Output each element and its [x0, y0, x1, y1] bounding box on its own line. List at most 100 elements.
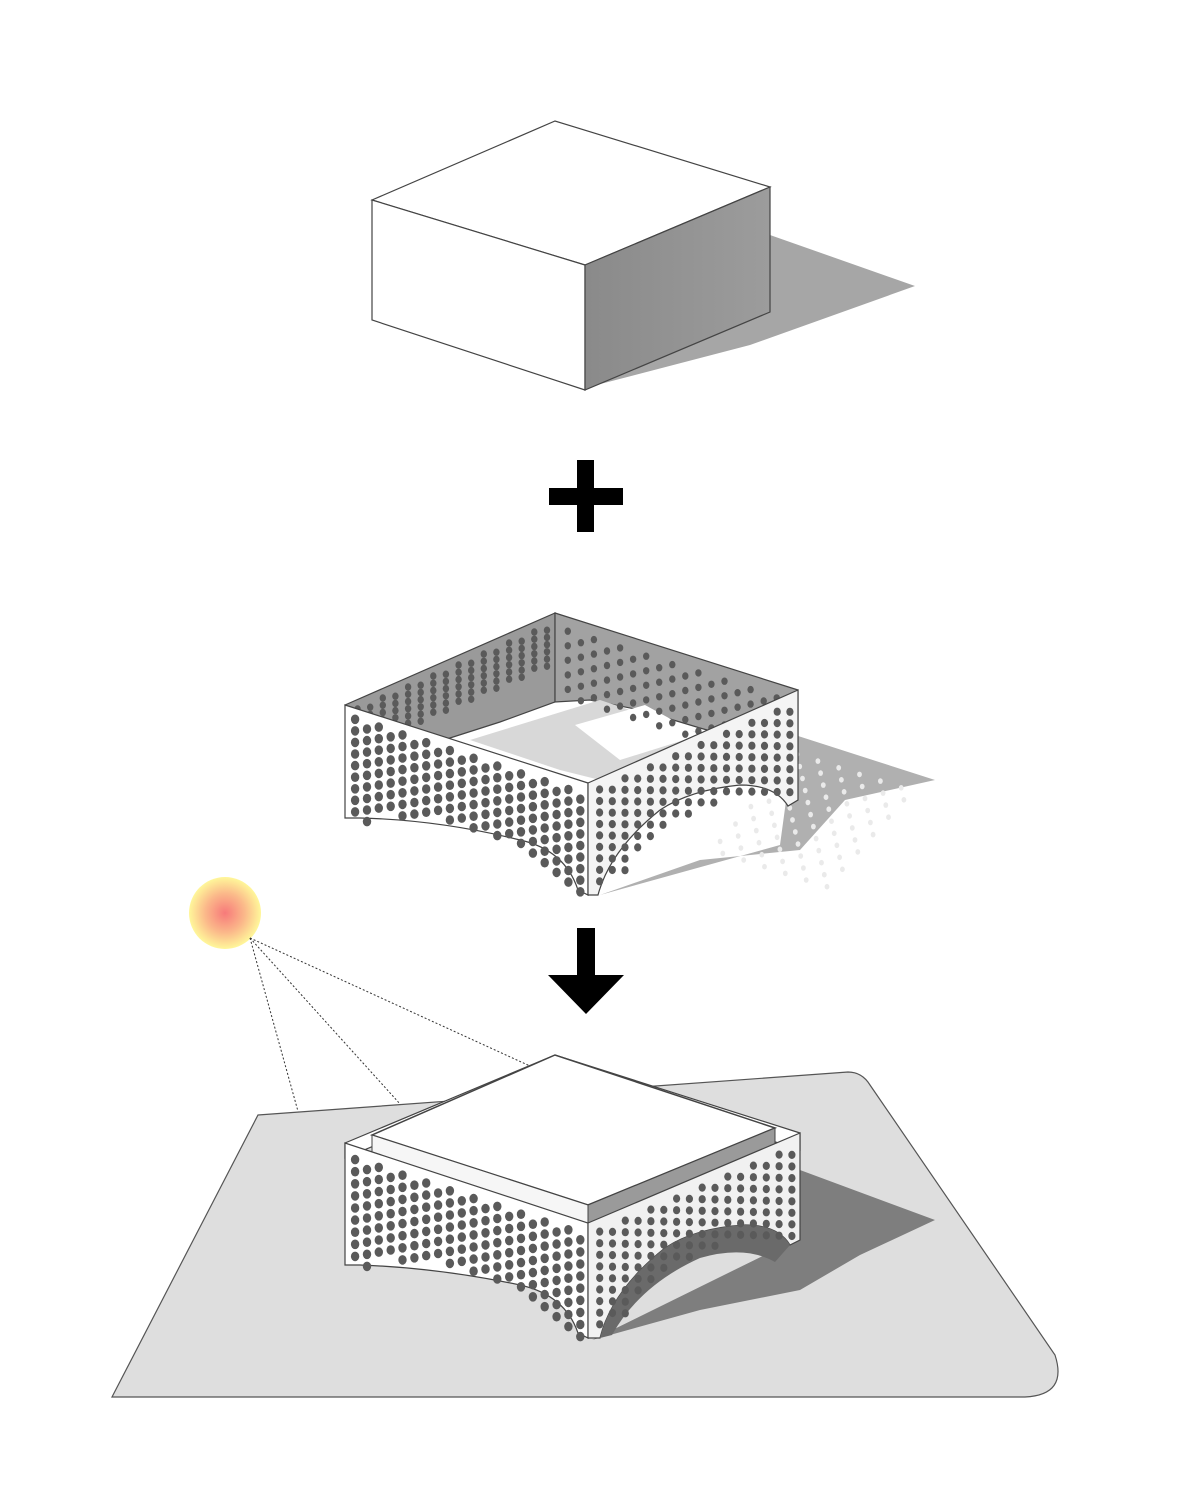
perforation-hole	[576, 852, 585, 862]
perforation-hole	[773, 753, 781, 762]
perforation-hole	[540, 1301, 549, 1312]
perforation-hole	[596, 1227, 604, 1236]
perforation-hole	[540, 1277, 549, 1288]
perforation-hole	[445, 745, 455, 756]
perforation-hole	[777, 846, 783, 853]
perforation-hole	[634, 843, 642, 852]
perforation-hole	[608, 808, 616, 817]
perforation-hole	[711, 1207, 719, 1216]
perforation-hole	[493, 655, 500, 664]
perforation-hole	[516, 792, 526, 802]
perforation-hole	[724, 1195, 732, 1204]
perforation-hole	[646, 763, 655, 772]
perforation-hole	[528, 801, 538, 812]
perforation-hole	[815, 758, 821, 764]
perforation-hole	[455, 690, 462, 698]
perforation-hole	[445, 1246, 455, 1257]
perforation-hole	[505, 1235, 514, 1246]
perforation-hole	[564, 1309, 573, 1320]
perforation-hole	[741, 857, 747, 863]
perforation-hole	[469, 811, 478, 821]
perforation-hole	[531, 664, 538, 672]
perforation-hole	[880, 790, 886, 796]
perforation-hole	[480, 679, 487, 687]
perforation-hole	[445, 1234, 455, 1244]
perforation-hole	[457, 1220, 466, 1230]
perforation-hole	[398, 730, 407, 740]
perforation-hole	[469, 1193, 478, 1204]
perforation-hole	[747, 700, 754, 708]
perforation-hole	[505, 794, 514, 804]
perforation-hole	[647, 1205, 655, 1214]
perforation-hole	[433, 1248, 443, 1259]
perforation-hole	[481, 763, 490, 773]
perforation-hole	[748, 753, 756, 762]
perforation-hole	[398, 753, 407, 763]
perforation-hole	[603, 661, 611, 670]
perforation-hole	[596, 877, 604, 886]
perforation-hole	[417, 688, 424, 697]
perforation-hole	[422, 1250, 431, 1261]
perforation-hole	[433, 1200, 443, 1210]
perforation-hole	[722, 787, 731, 796]
perforation-hole	[422, 1202, 431, 1212]
perforation-hole	[722, 729, 731, 739]
perforation-hole	[505, 782, 514, 793]
perforation-hole	[596, 865, 604, 875]
perforation-hole	[576, 1259, 585, 1269]
perforation-hole	[608, 1285, 617, 1294]
perforation-hole	[643, 667, 650, 675]
perforation-hole	[362, 1249, 372, 1260]
perforation-hole	[608, 854, 616, 863]
perforation-hole	[422, 1190, 431, 1200]
perforation-hole	[552, 832, 561, 843]
perforation-hole	[528, 1255, 538, 1266]
perforation-hole	[505, 1247, 514, 1258]
perforation-hole	[540, 857, 549, 868]
perforation-hole	[722, 741, 731, 750]
sun-ray	[249, 937, 411, 1116]
perforation-hole	[795, 841, 801, 847]
perforation-hole	[760, 741, 769, 751]
perforation-hole	[735, 764, 743, 773]
perforation-hole	[433, 770, 443, 781]
perforation-hole	[596, 1297, 604, 1306]
perforation-hole	[374, 768, 383, 779]
perforation-hole	[672, 798, 680, 807]
perforation-hole	[455, 661, 462, 669]
perforation-hole	[724, 1172, 732, 1181]
perforation-hole	[737, 1196, 745, 1205]
perforation-hole	[621, 774, 629, 783]
perforation-hole	[350, 714, 360, 725]
perforation-hole	[442, 699, 450, 707]
perforation-hole	[430, 708, 437, 716]
perforation-hole	[457, 778, 466, 789]
perforation-hole	[398, 741, 407, 752]
perforation-hole	[697, 775, 705, 784]
perforation-hole	[379, 694, 386, 702]
perforation-hole	[540, 800, 549, 810]
perforation-hole	[621, 808, 629, 817]
perforation-hole	[724, 1207, 732, 1216]
perforation-hole	[564, 685, 571, 694]
perforation-hole	[844, 801, 850, 807]
perforation-hole	[528, 1292, 538, 1302]
perforation-hole	[672, 786, 680, 795]
perforation-hole	[362, 758, 372, 769]
perforation-hole	[455, 675, 462, 684]
perforation-hole	[469, 776, 478, 787]
perforation-hole	[710, 752, 718, 761]
perforation-hole	[629, 684, 637, 693]
perforation-hole	[469, 1266, 478, 1276]
perforation-hole	[552, 1227, 561, 1237]
perforation-hole	[518, 673, 525, 681]
perforation-hole	[685, 1218, 694, 1227]
perforation-hole	[629, 713, 637, 722]
perforation-hole	[769, 810, 775, 817]
perforation-hole	[710, 764, 718, 773]
perforation-hole	[442, 684, 450, 693]
perforation-hole	[410, 1204, 419, 1215]
perforation-hole	[849, 825, 855, 831]
perforation-hole	[634, 797, 642, 806]
perforation-hole	[760, 753, 769, 762]
